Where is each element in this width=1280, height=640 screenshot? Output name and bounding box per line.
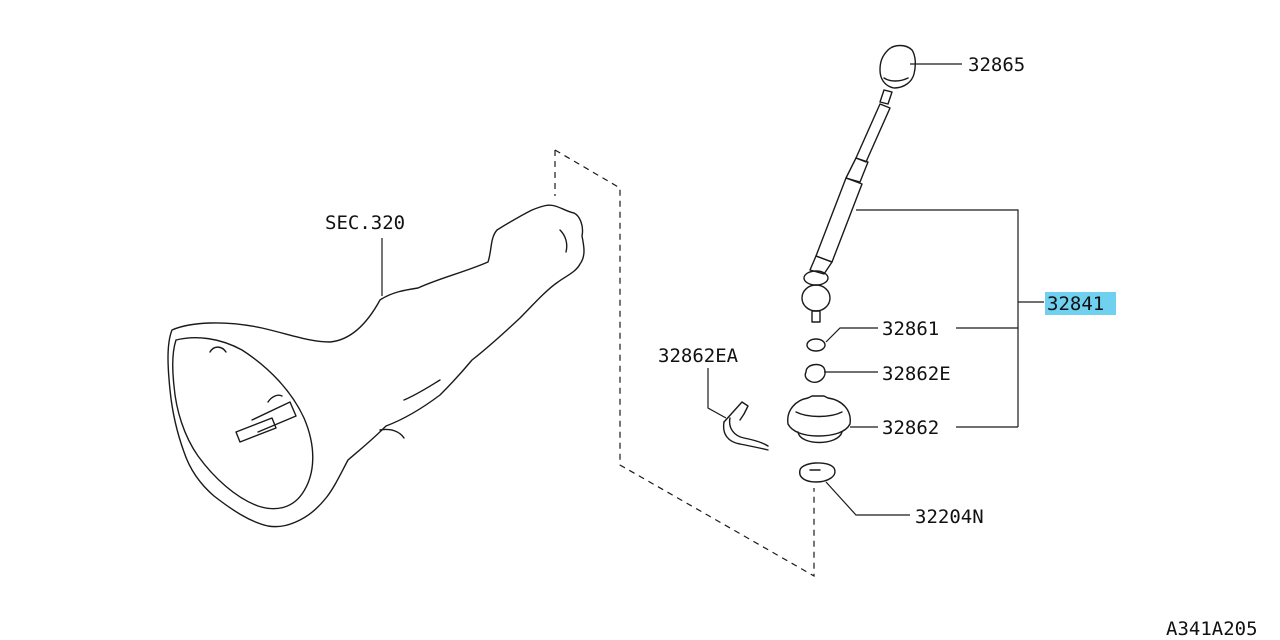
bushing-part [806, 338, 826, 352]
leader-spring-ring [825, 481, 910, 516]
leader-harness [707, 368, 727, 419]
harness-part [722, 401, 769, 451]
label-harness[interactable]: 32862EA [658, 345, 739, 367]
clip-part [804, 363, 826, 383]
label-boot[interactable]: 32862 [882, 417, 939, 439]
figure-code: A341A205 [1166, 618, 1258, 640]
shift-knob [879, 44, 917, 89]
highlight-lever-assy [1045, 292, 1116, 315]
label-bushing[interactable]: 32861 [882, 318, 939, 340]
label-sec[interactable]: SEC.320 [325, 212, 405, 234]
transmission-housing [167, 204, 585, 528]
boot-part [787, 395, 851, 444]
label-lever-assy[interactable]: 32841 [1047, 293, 1104, 315]
leader-lever-assy [856, 209, 1044, 427]
label-clip[interactable]: 32862E [882, 363, 951, 385]
spring-ring-part [799, 462, 836, 483]
reference-frame [554, 149, 815, 578]
leader-bushing [825, 327, 1018, 343]
label-knob[interactable]: 32865 [968, 54, 1025, 76]
shift-lever [801, 44, 917, 323]
label-spring-ring[interactable]: 32204N [915, 506, 984, 528]
